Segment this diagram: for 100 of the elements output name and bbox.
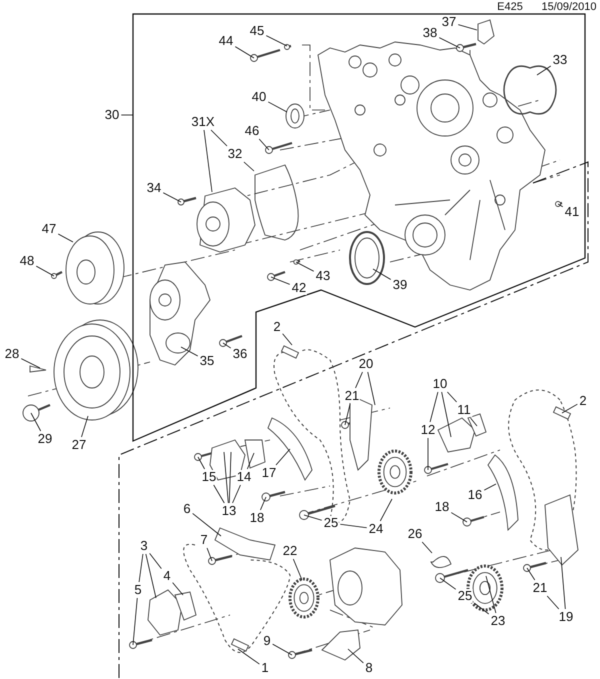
- leader-line: [266, 35, 288, 46]
- leader-line: [441, 392, 452, 438]
- leader-line: [232, 484, 241, 504]
- leader-line: [438, 37, 460, 48]
- leader-line: [276, 448, 290, 466]
- leader-line: [180, 346, 198, 356]
- leader-line: [120, 114, 134, 116]
- callout-number: 35: [198, 354, 216, 368]
- callout-number: 6: [182, 502, 192, 516]
- leader-line: [526, 568, 536, 580]
- callout-number: 11: [456, 403, 472, 417]
- leader-line: [210, 130, 228, 146]
- callout-number: 25: [322, 516, 340, 530]
- leader-line: [234, 46, 254, 58]
- callout-number: 37: [440, 15, 458, 29]
- callout-number: 32: [226, 147, 244, 161]
- leader-line: [149, 552, 162, 570]
- leader-line: [562, 404, 578, 414]
- callout-number: 21: [532, 581, 548, 595]
- leader-line: [258, 138, 270, 150]
- callout-number: 28: [4, 347, 20, 361]
- leader-line: [224, 452, 229, 504]
- leader-line: [446, 392, 458, 402]
- callout-number: 1: [260, 661, 270, 675]
- leader-line: [268, 102, 288, 112]
- leader-line: [536, 66, 552, 76]
- callout-number: 44: [218, 34, 234, 48]
- callout-number: 30: [104, 108, 120, 122]
- callout-number: 48: [18, 254, 36, 268]
- leader-line: [422, 542, 432, 554]
- callout-number: 36: [232, 347, 248, 361]
- leader-line: [304, 514, 322, 521]
- callout-number: 12: [420, 423, 436, 437]
- leader-line: [470, 418, 478, 426]
- leader-line: [206, 548, 212, 562]
- callout-number: 43: [314, 269, 332, 283]
- leader-line: [372, 268, 392, 280]
- leader-line: [36, 266, 54, 276]
- callout-number: 42: [290, 281, 308, 295]
- callout-number: 26: [406, 527, 424, 541]
- leader-line: [238, 648, 260, 664]
- leader-line: [272, 644, 292, 656]
- leader-line: [138, 554, 144, 582]
- leader-line: [440, 578, 456, 590]
- leader-line: [228, 452, 232, 504]
- leader-line: [546, 596, 560, 610]
- leader-line: [20, 358, 40, 368]
- callout-number: 9: [262, 634, 272, 648]
- callout-number: 39: [392, 278, 408, 292]
- leader-line: [81, 416, 88, 438]
- callout-number: 34: [146, 181, 162, 195]
- callout-number: 2: [578, 394, 588, 408]
- drawing-number: E425: [497, 1, 523, 13]
- callout-number: 16: [466, 488, 484, 502]
- callout-number: 47: [40, 222, 58, 236]
- leader-line: [270, 276, 290, 285]
- leader-line: [192, 513, 222, 536]
- callout-number: 8: [364, 661, 374, 675]
- callout-number: 17: [260, 466, 278, 480]
- leader-line: [558, 204, 564, 208]
- leader-line: [474, 602, 490, 614]
- callout-number: 27: [70, 438, 88, 452]
- leader-line: [430, 392, 438, 422]
- leader-line: [450, 512, 468, 522]
- callout-number: 15: [200, 470, 218, 484]
- callout-number: 21: [344, 389, 360, 403]
- leader-line: [58, 234, 74, 242]
- callout-number: 7: [199, 533, 209, 547]
- leader-line: [367, 372, 376, 406]
- callout-number: 20: [358, 357, 374, 371]
- date-label: 15/09/2010: [541, 1, 597, 13]
- leader-line: [162, 192, 182, 202]
- leader-line: [246, 452, 254, 470]
- callout-number: 41: [564, 205, 580, 219]
- leader-line: [458, 24, 478, 30]
- leader-line: [344, 404, 350, 426]
- callout-number: 10: [432, 377, 448, 391]
- callout-number: 40: [250, 90, 268, 104]
- leader-line: [172, 582, 184, 596]
- callout-number: 22: [282, 544, 298, 558]
- leader-line: [244, 162, 254, 172]
- leader-line: [486, 576, 496, 614]
- leader-line: [260, 496, 266, 510]
- leader-line: [560, 556, 566, 610]
- leader-line: [380, 498, 392, 522]
- callout-number: 3: [139, 539, 149, 553]
- callout-number: 31X: [190, 115, 216, 129]
- leader-line: [340, 524, 368, 528]
- leader-line: [484, 484, 496, 491]
- leader-line: [132, 598, 138, 646]
- leader-line: [355, 372, 363, 388]
- leader-line: [348, 648, 364, 664]
- leader-line: [198, 456, 205, 470]
- callout-number: 13: [220, 504, 238, 518]
- leader-line: [213, 484, 225, 504]
- callout-number: 5: [133, 583, 143, 597]
- callout-number: 2: [272, 320, 282, 334]
- callout-number: 19: [558, 610, 574, 624]
- callout-number: 14: [236, 470, 252, 484]
- callout-number: 18: [434, 500, 450, 514]
